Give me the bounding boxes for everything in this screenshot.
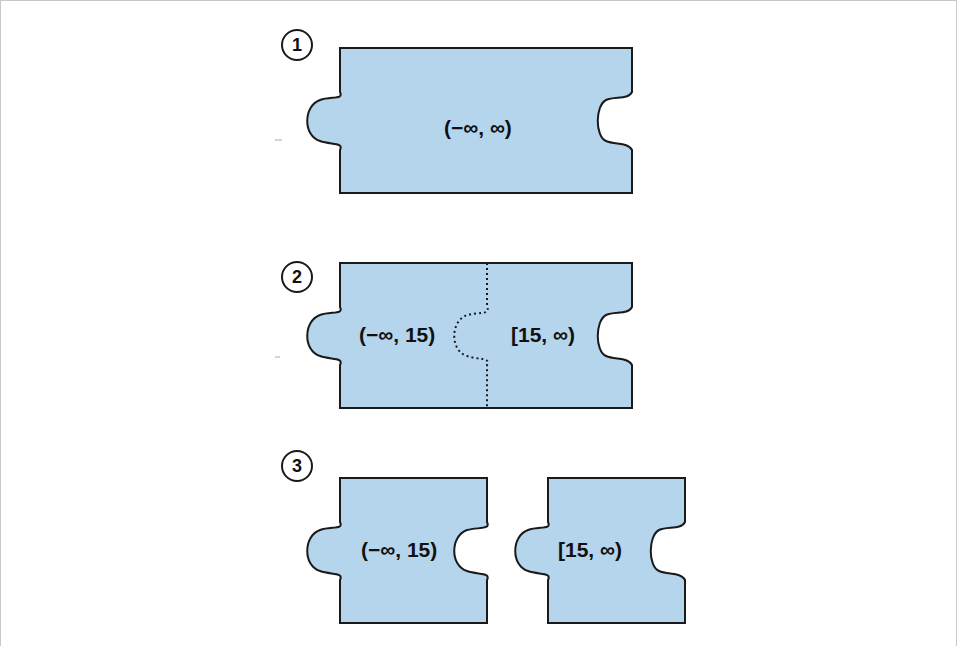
callout-number: 2 [292,268,302,286]
callout-circle [282,262,312,292]
puzzle-piece [307,478,487,623]
callout-number: 3 [292,457,302,475]
callout-circle [282,30,312,60]
puzzle-piece [515,478,685,623]
puzzle-piece [307,263,632,408]
interval-text: [15, ∞) [511,322,575,347]
puzzle-piece [307,48,632,193]
tick-mark [275,140,282,141]
puzzle-piece-label: (−∞, 15) [359,322,435,347]
callout-circle [282,451,312,481]
puzzle-piece-label: [15, ∞) [558,537,622,562]
puzzle-piece-label: [15, ∞) [511,322,575,347]
tick-mark [275,357,280,358]
interval-text: [15, ∞) [558,537,622,562]
interval-text: (−∞, ∞) [444,115,512,140]
interval-text: (−∞, 15) [361,537,437,562]
split-line [454,263,487,408]
interval-text: (−∞, 15) [359,322,435,347]
puzzle-piece-label: (−∞, ∞) [444,115,512,140]
puzzle-piece-label: (−∞, 15) [361,537,437,562]
callout-number: 1 [292,36,302,54]
